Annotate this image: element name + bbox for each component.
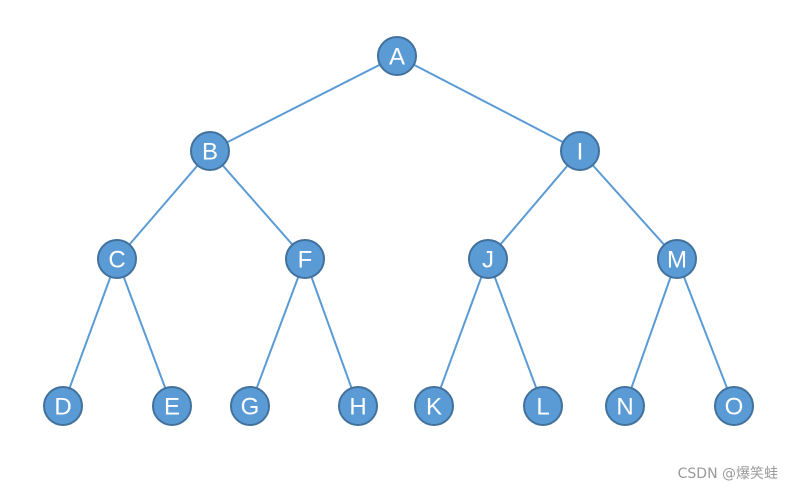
edge-c-e — [116, 258, 173, 407]
node-circle — [43, 386, 83, 426]
node-circle — [97, 239, 137, 279]
node-m: M — [657, 239, 697, 279]
node-circle — [230, 386, 270, 426]
node-l: L — [523, 386, 563, 426]
edge-i-j — [487, 150, 581, 260]
edge-f-g — [249, 258, 306, 407]
node-label: H — [349, 394, 366, 421]
node-label: N — [616, 394, 633, 421]
node-circle — [657, 239, 697, 279]
node-label: J — [482, 247, 494, 274]
node-k: K — [414, 386, 454, 426]
nodes-layer: A B I C F J M D E G H K L N O — [43, 36, 754, 426]
edge-i-m — [579, 150, 678, 260]
node-f: F — [285, 239, 325, 279]
node-n: N — [605, 386, 645, 426]
node-h: H — [338, 386, 378, 426]
node-circle — [714, 386, 754, 426]
edge-a-b — [209, 55, 398, 152]
edge-j-k — [433, 258, 489, 407]
node-label: I — [577, 139, 584, 166]
node-label: D — [54, 394, 71, 421]
node-circle — [338, 386, 378, 426]
node-circle — [468, 239, 508, 279]
node-circle — [560, 131, 600, 171]
edge-a-i — [396, 55, 581, 152]
edge-m-o — [676, 258, 735, 407]
edge-j-l — [487, 258, 544, 407]
node-circle — [523, 386, 563, 426]
edges-layer — [62, 55, 735, 407]
node-label: M — [667, 247, 687, 274]
node-circle — [605, 386, 645, 426]
node-circle — [285, 239, 325, 279]
node-label: O — [725, 394, 744, 421]
node-label: K — [426, 394, 442, 421]
node-label: G — [241, 394, 260, 421]
node-j: J — [468, 239, 508, 279]
node-circle — [377, 36, 417, 76]
node-circle — [190, 131, 230, 171]
watermark: CSDN @爆笑蛙 — [677, 466, 778, 482]
node-label: C — [108, 247, 125, 274]
node-label: A — [389, 44, 405, 71]
node-g: G — [230, 386, 270, 426]
node-circle — [152, 386, 192, 426]
node-o: O — [714, 386, 754, 426]
node-label: B — [202, 139, 218, 166]
node-e: E — [152, 386, 192, 426]
node-label: E — [164, 394, 180, 421]
edge-c-d — [62, 258, 118, 407]
node-d: D — [43, 386, 83, 426]
node-a: A — [377, 36, 417, 76]
edge-b-c — [116, 150, 211, 260]
edge-f-h — [304, 258, 359, 407]
edge-b-f — [209, 150, 306, 260]
node-b: B — [190, 131, 230, 171]
node-label: L — [536, 394, 549, 421]
node-label: F — [298, 247, 313, 274]
node-c: C — [97, 239, 137, 279]
edge-m-n — [624, 258, 678, 407]
node-circle — [414, 386, 454, 426]
node-i: I — [560, 131, 600, 171]
